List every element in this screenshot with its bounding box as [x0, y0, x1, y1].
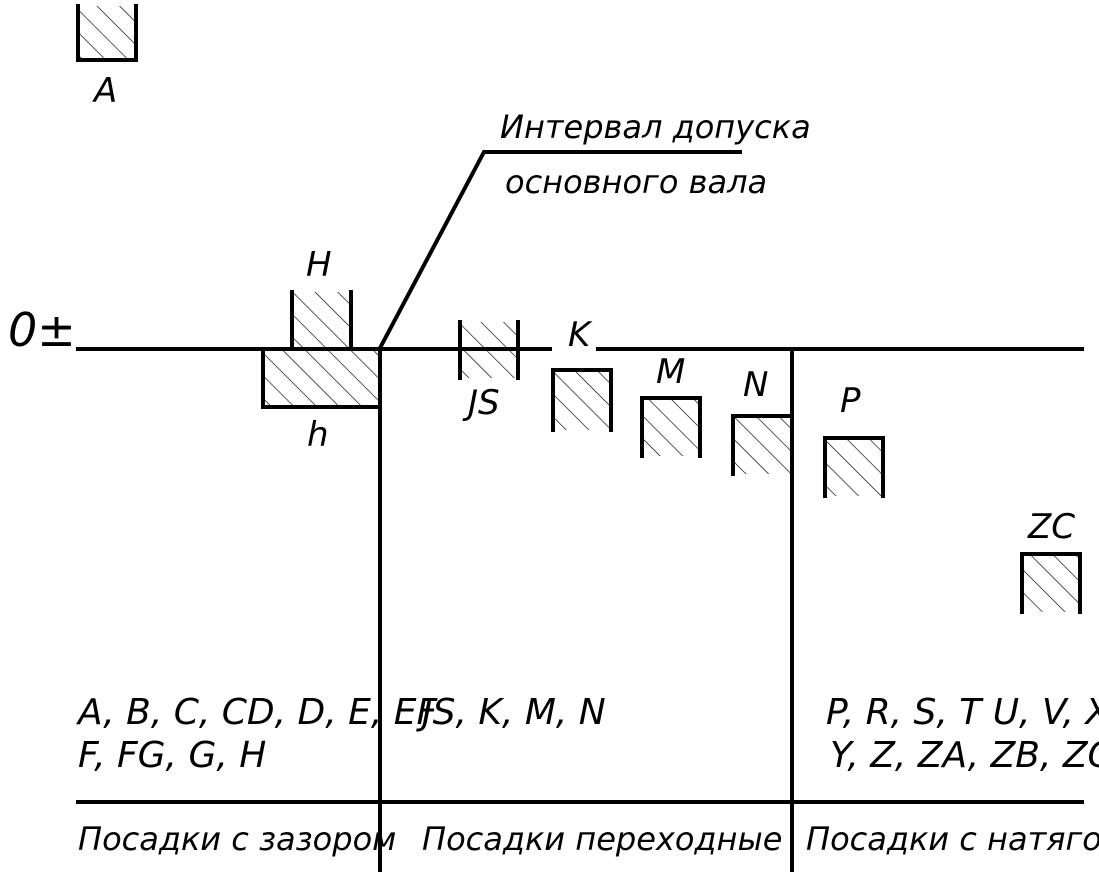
- field-k-box: [551, 368, 613, 432]
- interference-fits-title: Посадки с натягом: [806, 820, 1099, 858]
- interference-list-line-2: Y, Z, ZA, ZB, ZC: [830, 735, 1099, 776]
- field-n-label: N: [743, 365, 768, 405]
- transition-fits-title: Посадки переходные: [422, 820, 782, 858]
- field-h-lower-label: h: [307, 415, 329, 455]
- clearance-fits-title: Посадки с зазором: [78, 820, 396, 858]
- note-leader-line: [377, 150, 742, 351]
- transition-list-line-1: JS, K, M, N: [416, 692, 606, 733]
- field-js-label: JS: [462, 383, 500, 423]
- field-k-label-bg: [552, 336, 596, 362]
- field-js-box: [458, 320, 520, 380]
- field-h-upper-label: H: [306, 245, 332, 285]
- field-h-lower-box: [261, 347, 382, 409]
- field-a-label: A: [92, 71, 117, 111]
- note-line-1: Интервал допуска: [500, 108, 811, 146]
- interference-list-line-1: P, R, S, T U, V, X: [826, 692, 1099, 733]
- field-n-box: [731, 414, 794, 476]
- field-p-box: [823, 436, 885, 498]
- field-m-box: [640, 396, 702, 458]
- field-a-box: [76, 4, 138, 62]
- note-line-2: основного вала: [505, 163, 767, 201]
- field-k-label: K: [568, 315, 593, 355]
- field-h-upper-box: [290, 290, 353, 351]
- clearance-list-line-1: A, B, C, CD, D, E, EF: [76, 692, 439, 733]
- clearance-list-line-2: F, FG, G, H: [78, 735, 266, 776]
- field-p-label: P: [840, 381, 861, 421]
- field-m-label: M: [656, 352, 685, 392]
- zero-line-label: 0±: [8, 303, 76, 357]
- field-zc-label: ZC: [1027, 507, 1075, 547]
- field-zc-box: [1020, 552, 1082, 614]
